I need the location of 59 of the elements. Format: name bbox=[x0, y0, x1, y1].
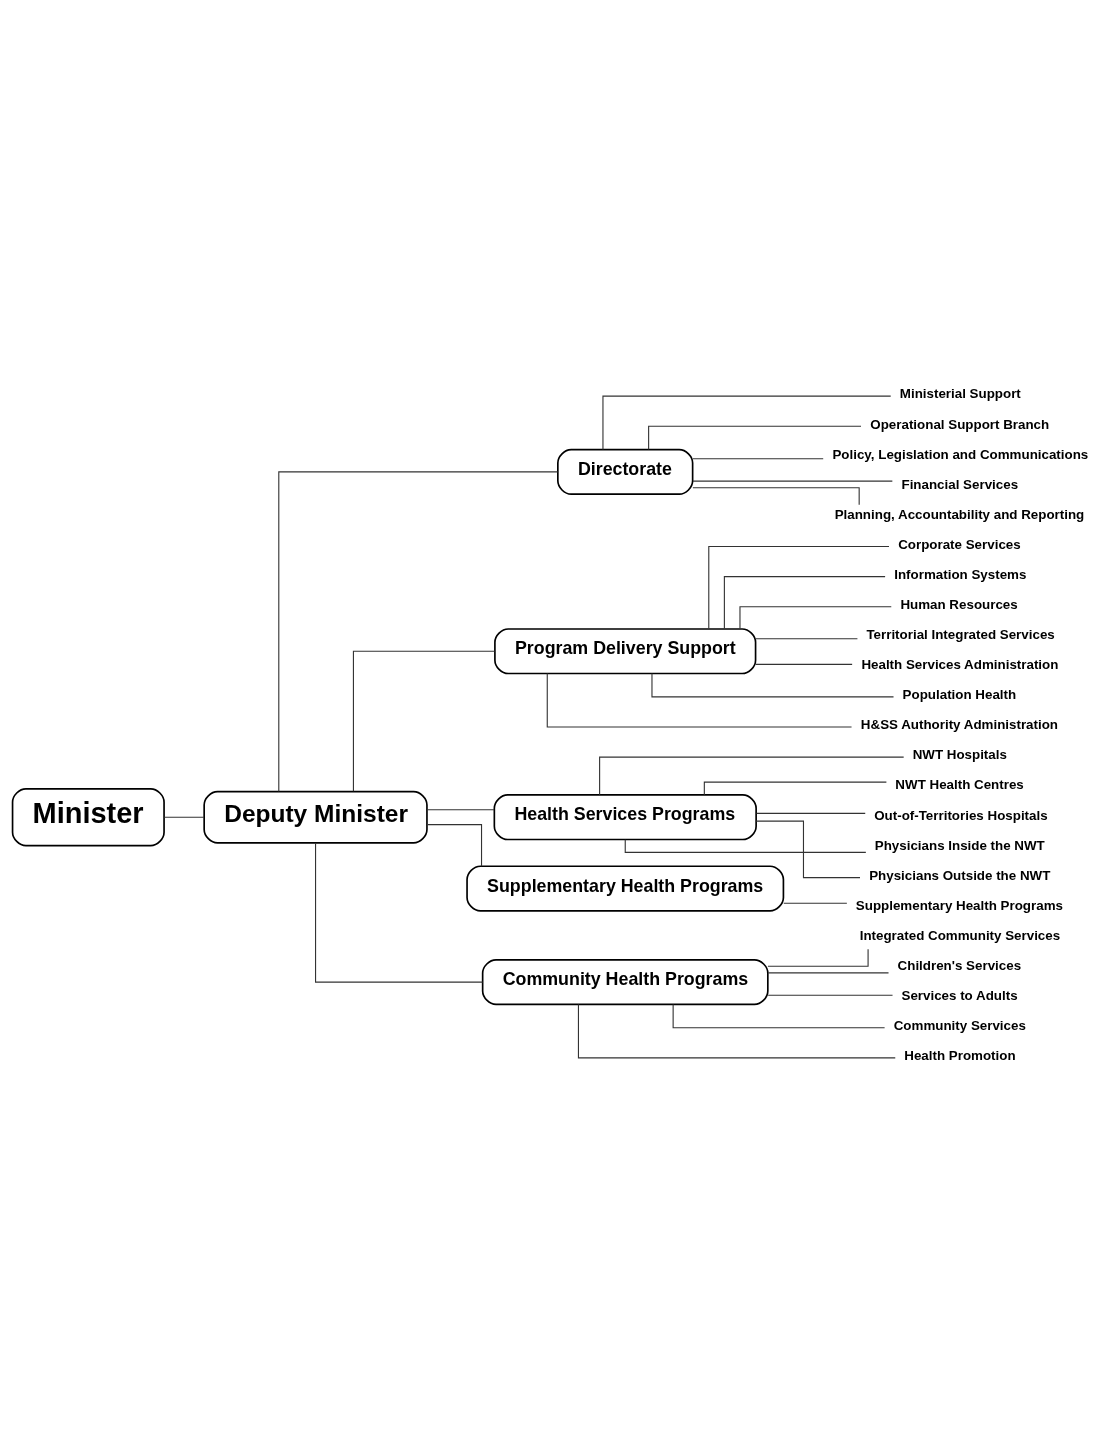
node-text: Planning, Accountability and Reporting bbox=[834, 506, 1085, 522]
connector bbox=[426, 809, 495, 811]
connector bbox=[315, 842, 484, 983]
node-text: Physicians Outside the NWT bbox=[869, 867, 1051, 883]
node-text: Supplementary Health Programs bbox=[855, 897, 1063, 913]
node-text: Out-of-Territories Hospitals bbox=[874, 807, 1048, 823]
node-box: Community Health Programs bbox=[481, 959, 769, 1006]
connector bbox=[163, 816, 205, 818]
connector bbox=[767, 994, 894, 996]
node-text: Information Systems bbox=[894, 566, 1027, 582]
connector bbox=[755, 638, 858, 640]
connector bbox=[692, 487, 860, 506]
connector bbox=[624, 839, 867, 853]
node-text: Operational Support Branch bbox=[870, 416, 1050, 432]
node-box: Deputy Minister bbox=[203, 790, 428, 844]
connector bbox=[648, 425, 862, 451]
node-text: Policy, Legislation and Communications bbox=[832, 446, 1089, 462]
node-text: Human Resources bbox=[900, 597, 1018, 613]
connector bbox=[599, 756, 905, 796]
connector bbox=[672, 1003, 886, 1029]
connector bbox=[426, 824, 483, 867]
node-text: Financial Services bbox=[901, 476, 1019, 492]
connector bbox=[703, 781, 887, 796]
node-text: Health Promotion bbox=[904, 1048, 1016, 1064]
connector bbox=[767, 972, 890, 974]
connector bbox=[651, 673, 895, 698]
node-text: NWT Health Centres bbox=[895, 777, 1024, 793]
node-box: Supplementary Health Programs bbox=[466, 865, 785, 912]
connector bbox=[723, 576, 886, 630]
node-text: Health Services Administration bbox=[861, 657, 1059, 673]
node-box: Minister bbox=[11, 788, 165, 847]
connector bbox=[278, 471, 559, 793]
connector bbox=[755, 663, 853, 665]
node-box: Directorate bbox=[557, 448, 694, 495]
node-text: Territorial Integrated Services bbox=[866, 627, 1055, 643]
connector bbox=[692, 458, 824, 460]
connector bbox=[602, 395, 892, 451]
node-text: Ministerial Support bbox=[899, 386, 1021, 402]
connector bbox=[767, 948, 869, 967]
connector bbox=[755, 820, 861, 879]
node-text: Integrated Community Services bbox=[859, 927, 1061, 943]
node-box: Health Services Programs bbox=[493, 794, 757, 841]
node-text: Services to Adults bbox=[901, 988, 1018, 1004]
node-text: Corporate Services bbox=[898, 536, 1021, 552]
connector bbox=[783, 902, 848, 904]
node-text: Children's Services bbox=[897, 957, 1022, 973]
connector bbox=[352, 650, 496, 792]
node-text: H&SS Authority Administration bbox=[860, 717, 1059, 733]
connector bbox=[692, 480, 893, 482]
node-text: Population Health bbox=[902, 687, 1017, 703]
connector bbox=[756, 812, 866, 814]
node-text: Physicians Inside the NWT bbox=[874, 837, 1045, 853]
connector bbox=[577, 1003, 896, 1059]
node-text: Community Services bbox=[893, 1018, 1026, 1034]
node-box: Program Delivery Support bbox=[494, 628, 757, 675]
connector bbox=[739, 606, 892, 629]
connector bbox=[708, 546, 890, 630]
node-text: NWT Hospitals bbox=[912, 747, 1007, 763]
connector bbox=[546, 673, 853, 728]
